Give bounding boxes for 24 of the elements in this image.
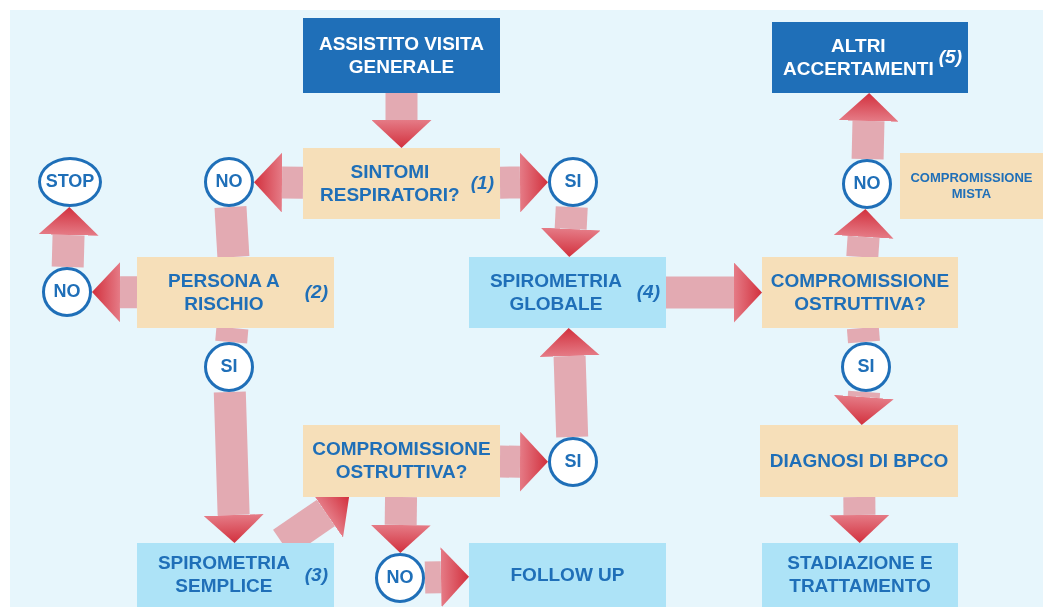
arrow (833, 390, 894, 425)
arrow (203, 391, 264, 543)
arrow (838, 93, 899, 160)
arrow (540, 206, 601, 257)
arrow (424, 547, 469, 607)
arrow (833, 208, 894, 259)
process-box: FOLLOW UP (469, 543, 666, 607)
decision-box: COMPROMISSIONE OSTRUTTIVA? (762, 257, 958, 328)
arrow (829, 496, 890, 543)
arrow (92, 262, 138, 323)
decision-box: COMPROMISSIONE OSTRUTTIVA? (303, 425, 500, 497)
arrow (499, 152, 548, 213)
arrow (254, 152, 304, 213)
arrow (371, 93, 432, 148)
arrow (370, 496, 431, 553)
process-box: STADIAZIONE E TRATTAMENTO (762, 543, 958, 607)
arrow (539, 328, 600, 438)
arrow (499, 431, 548, 492)
process-box: DIAGNOSI DI BPCO (760, 425, 958, 497)
start-box: ASSISTITO VISITA GENERALE (303, 18, 500, 93)
arrow (666, 262, 762, 323)
arrow (38, 207, 99, 268)
decision-box: PERSONA A RISCHIO (2) (137, 257, 334, 328)
note-box: COMPROMISSIONE MISTA (900, 153, 1043, 219)
